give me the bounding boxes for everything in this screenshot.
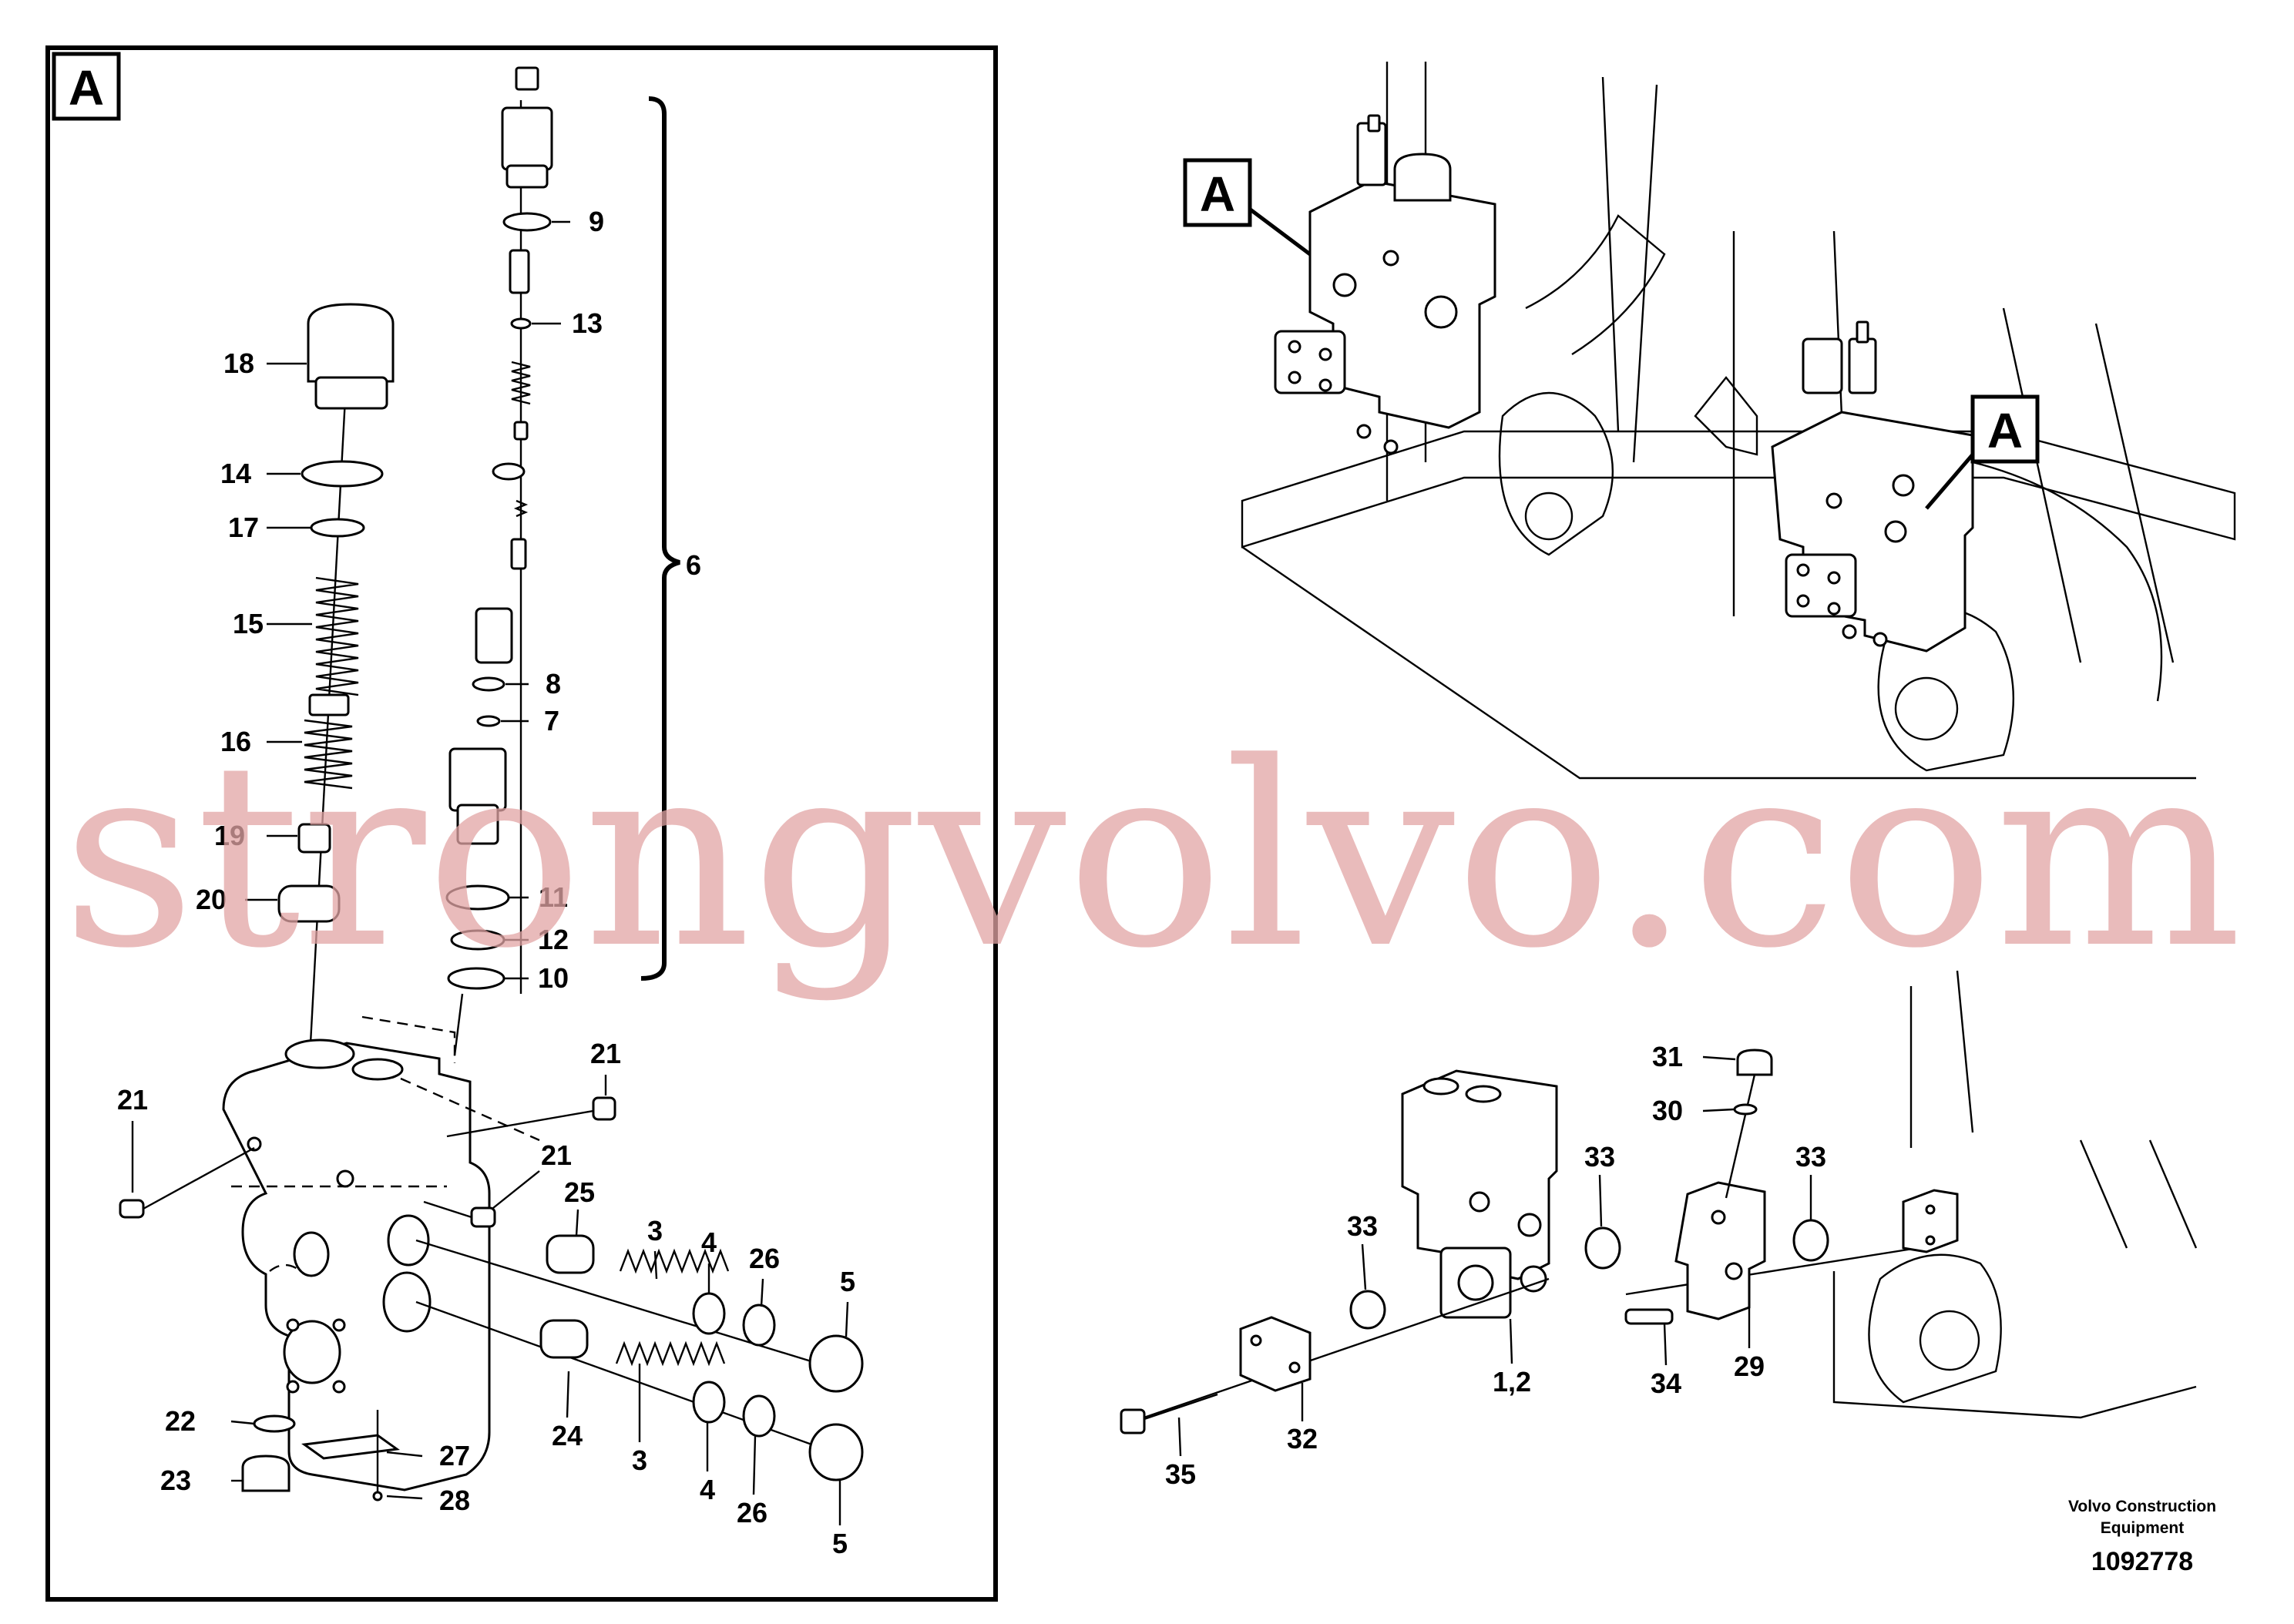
- callout-35: 35: [1165, 1458, 1196, 1490]
- cartridge-stack: [445, 66, 680, 1056]
- callout-34: 34: [1651, 1367, 1681, 1399]
- screw-28: [372, 1491, 383, 1502]
- callout-16: 16: [220, 726, 251, 757]
- callout-3-upper: 3: [647, 1215, 663, 1247]
- callout-32: 32: [1287, 1423, 1318, 1455]
- detail-frame: [45, 45, 998, 1602]
- callout-19: 19: [214, 820, 245, 851]
- callout-33-right: 33: [1795, 1141, 1826, 1173]
- overview-valve-2: [1771, 320, 1974, 653]
- callout-25: 25: [564, 1176, 595, 1208]
- detail-label-box: [52, 52, 121, 121]
- callout-leaders: [131, 220, 849, 1525]
- lower-spool-row: [415, 1300, 864, 1481]
- callout-26-upper: 26: [749, 1243, 780, 1274]
- plug-21-top: [592, 1096, 616, 1121]
- callout-31: 31: [1652, 1041, 1683, 1072]
- plug-21-left: [119, 1199, 145, 1219]
- callout-33-left: 33: [1347, 1210, 1378, 1242]
- callout-18: 18: [223, 347, 254, 379]
- callout-leaders-right: [1177, 1055, 1812, 1457]
- callout-33-mid: 33: [1584, 1141, 1615, 1173]
- overview-label-2: A: [1987, 403, 2023, 458]
- callout-5-upper: 5: [840, 1266, 855, 1297]
- plug-23: [241, 1455, 291, 1492]
- overview-label-2-box: [1970, 394, 2040, 464]
- callout-6: 6: [686, 549, 701, 581]
- plug-21-mid: [470, 1206, 496, 1228]
- callout-29: 29: [1734, 1351, 1765, 1382]
- callout-8: 8: [546, 668, 561, 700]
- callout-24: 24: [552, 1420, 583, 1451]
- callout-4-upper: 4: [701, 1226, 717, 1258]
- document-number: 1092778: [2091, 1547, 2193, 1576]
- overview-label-2-leader: [1925, 453, 1974, 510]
- callout-3-lower: 3: [632, 1444, 647, 1476]
- callout-15: 15: [233, 608, 264, 639]
- mounting-background: [1832, 970, 2198, 1419]
- overview-label-1-box: [1183, 158, 1252, 227]
- callout-27: 27: [439, 1440, 470, 1471]
- detail-label: A: [69, 60, 104, 116]
- callout-21-left: 21: [117, 1084, 148, 1116]
- valve-body: [222, 1015, 540, 1491]
- mounting-parts: [1120, 1049, 1959, 1434]
- callout-7: 7: [544, 705, 559, 737]
- callout-14: 14: [220, 458, 251, 489]
- callout-30: 30: [1652, 1095, 1683, 1126]
- callout-4-lower: 4: [700, 1474, 715, 1505]
- plate-27: [301, 1434, 400, 1460]
- callout-22: 22: [165, 1405, 196, 1437]
- upper-spool-row: [415, 1234, 864, 1393]
- overview-label-1: A: [1200, 166, 1235, 222]
- watermark: strongvolvo.com: [62, 708, 2242, 1004]
- footer-company-line1: Volvo Construction: [2068, 1498, 2216, 1515]
- callout-26-lower: 26: [737, 1497, 767, 1528]
- overview-machine: [1241, 62, 2236, 780]
- callout-11: 11: [539, 881, 568, 913]
- callout-17: 17: [228, 512, 259, 543]
- overview-label-1-leader: [1247, 206, 1312, 256]
- callout-12: 12: [538, 924, 569, 955]
- spool-stack: [277, 303, 395, 1087]
- callout-5-lower: 5: [832, 1528, 848, 1559]
- callout-23: 23: [160, 1465, 191, 1496]
- overview-valve-1: [1274, 114, 1496, 455]
- footer-company-line2: Equipment: [2101, 1519, 2185, 1537]
- callout-10: 10: [538, 962, 569, 994]
- oring-22: [253, 1414, 296, 1433]
- callout-21-mid: 21: [541, 1139, 572, 1171]
- callout-9: 9: [589, 206, 604, 237]
- callout-1-2: 1,2: [1493, 1366, 1531, 1398]
- callout-20: 20: [196, 884, 227, 915]
- callout-21-top: 21: [590, 1038, 621, 1069]
- callout-13: 13: [572, 307, 603, 339]
- callout-28: 28: [439, 1485, 470, 1516]
- mounting-valve-block: [1401, 1069, 1558, 1319]
